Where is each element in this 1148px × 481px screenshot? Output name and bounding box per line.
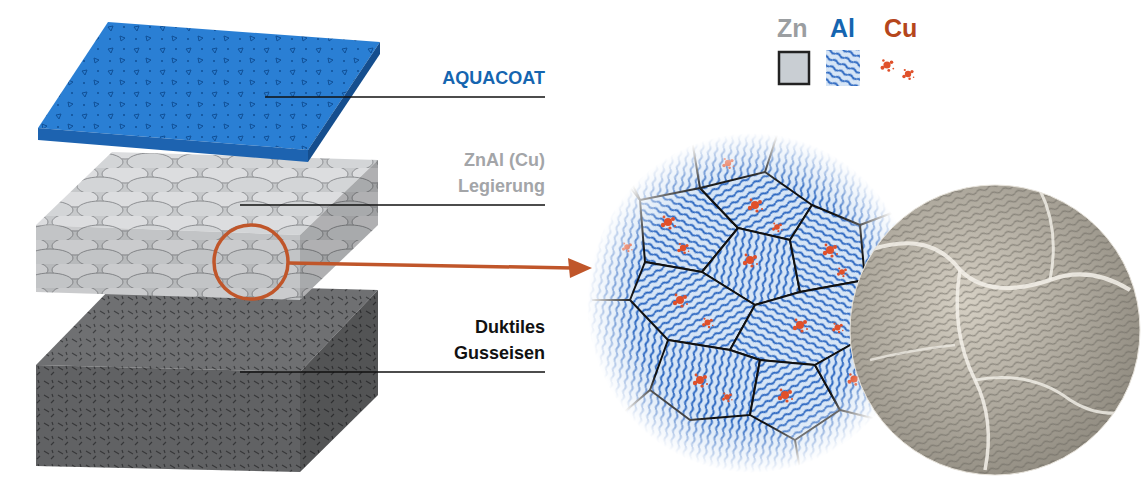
layer-label: ZnAl (Cu) Legierung bbox=[433, 147, 545, 199]
leader-lines bbox=[240, 97, 545, 372]
legend-text: Cu bbox=[884, 14, 917, 42]
sem-micrograph bbox=[850, 185, 1140, 475]
aquacoat-slab bbox=[38, 22, 380, 162]
magnifier-circle bbox=[214, 225, 288, 299]
layer-label: Duktiles Gusseisen bbox=[433, 314, 545, 366]
legend-samples bbox=[826, 50, 914, 86]
zoom-arrow bbox=[289, 263, 572, 268]
sem-border bbox=[850, 185, 1140, 475]
znal-slab bbox=[36, 152, 378, 300]
legend-text: Al bbox=[830, 14, 855, 42]
layer-label: AQUACOAT bbox=[325, 65, 545, 91]
legend-swatch bbox=[779, 52, 809, 84]
iron-slab bbox=[36, 283, 378, 472]
legend-text: Zn bbox=[777, 14, 808, 42]
